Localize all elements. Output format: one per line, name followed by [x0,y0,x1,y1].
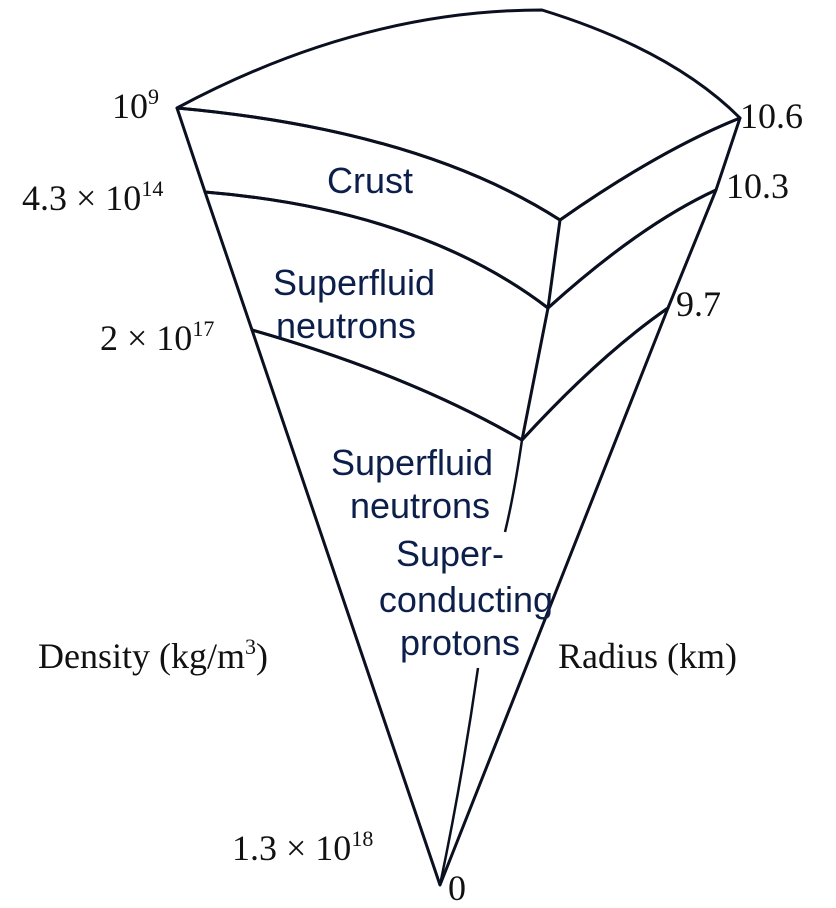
layer-label-core-3: Super- [396,533,504,574]
layer-label-crust: Crust [327,160,413,201]
density-tick-3: 2 × 1017 [100,316,214,358]
layer-label-core-4: conducting [379,579,553,620]
layer-label-core-2: neutrons [350,485,490,526]
layer-label-core-1: Superfluid [331,442,493,483]
crust-region [175,106,742,310]
layer-label-superfluid-outer-1: Superfluid [273,262,435,303]
layer-label-superfluid-outer-2: neutrons [276,305,416,346]
layer-label-core-5: protons [400,622,520,663]
radius-tick-4: 0 [448,868,466,908]
top-surface [175,8,742,222]
radius-tick-2: 10.3 [726,166,789,206]
density-tick-1: 109 [112,84,159,126]
leader-line-core [503,439,524,533]
front-edge-upper [520,219,562,441]
radius-tick-3: 9.7 [676,284,721,324]
density-tick-2: 4.3 × 1014 [22,176,163,218]
leader-line-protons [438,667,480,886]
density-tick-4: 1.3 × 1018 [232,826,373,868]
density-axis-label: Density (kg/m3) [38,634,268,676]
radius-axis-label: Radius (km) [558,636,737,676]
radius-tick-1: 10.6 [740,96,803,136]
